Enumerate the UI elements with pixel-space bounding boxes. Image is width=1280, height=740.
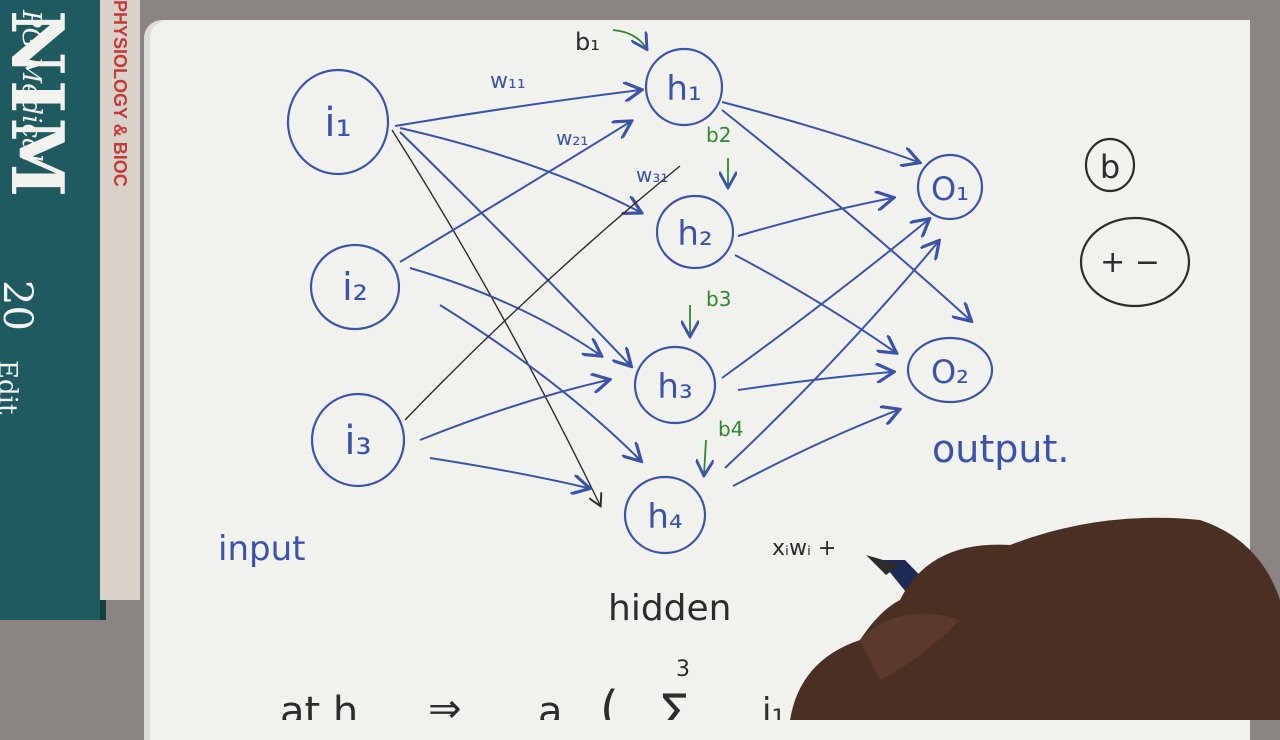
writing-hand bbox=[0, 0, 1280, 720]
hand-shape bbox=[790, 518, 1280, 720]
